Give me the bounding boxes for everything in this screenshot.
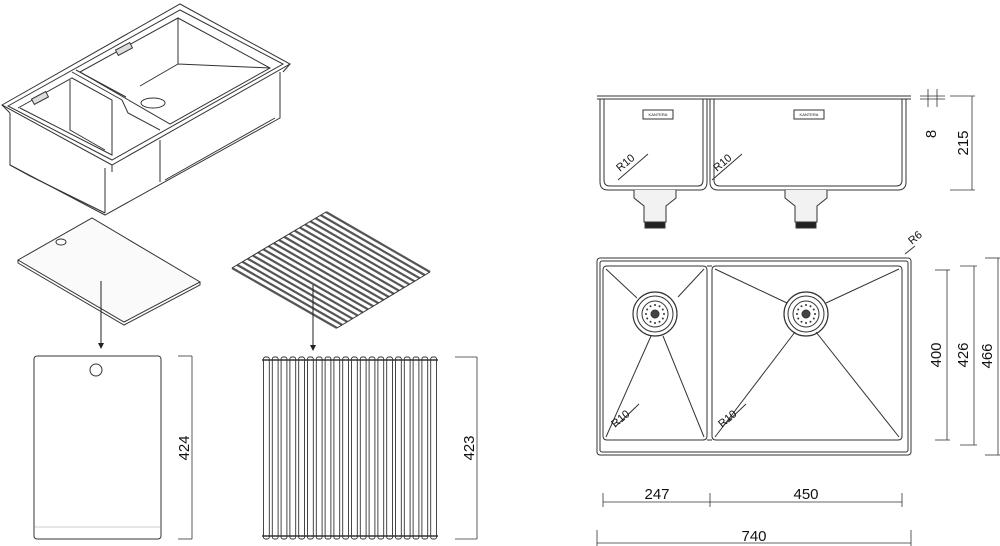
top-bowl1-radius: R10 (609, 408, 632, 430)
drain-hole (800, 320, 803, 323)
drain-hole (646, 317, 649, 320)
top-bowl2-radius: R10 (716, 408, 739, 430)
mat-bar (359, 356, 367, 540)
mat-bar (262, 248, 369, 311)
drain-hole (654, 322, 656, 324)
top-horizontal-dimensions (596, 493, 912, 546)
mat-bar (412, 356, 420, 540)
mat-bar (333, 356, 341, 540)
isometric-sink (0, 3, 292, 216)
mat-bar (257, 251, 364, 314)
mat-bar (307, 356, 314, 540)
drain-hole (809, 320, 812, 323)
side-bowl1-radius: R10 (614, 152, 637, 174)
drain-hole (805, 322, 807, 324)
drain-hole (796, 313, 798, 315)
mat-bar (304, 223, 410, 286)
side-depth-label: 215 (955, 130, 972, 155)
inner-height-label: 400 (928, 342, 945, 367)
drain-hole (663, 313, 665, 315)
drain-hole (661, 308, 664, 311)
mat-bar (386, 356, 393, 540)
top-corner-radius: R6 (906, 229, 924, 247)
mat-bar (278, 239, 385, 301)
mat-bar (271, 356, 279, 540)
side-section-view (597, 95, 911, 229)
side-dimensions (920, 89, 975, 191)
mat-bar (309, 220, 416, 283)
mat-bar (342, 356, 349, 540)
mat-bar (298, 356, 305, 540)
side-thickness-label: 8 (923, 130, 940, 138)
side-bowl2-radius: R10 (711, 152, 734, 174)
mat-edge (336, 271, 431, 329)
mat-bar (247, 257, 354, 320)
mat-bar (241, 260, 348, 323)
mat-bar (315, 217, 421, 280)
drain-hole (658, 305, 661, 308)
brand-label-1: KANTERA (649, 112, 668, 117)
top-vertical-dimensions (935, 257, 1000, 456)
drain-hole (658, 320, 661, 323)
top-view (596, 245, 916, 456)
mat-bar (395, 356, 402, 540)
mat-bar (325, 211, 431, 273)
mat-bar (351, 356, 358, 540)
mat-bar (280, 356, 288, 540)
mat-edge (231, 211, 327, 269)
drain-hole (646, 308, 649, 311)
drain-hole (814, 313, 816, 315)
mat-bar (377, 356, 385, 540)
mat-bar (403, 356, 411, 540)
drain-hole (800, 305, 803, 308)
mat-bar (421, 356, 429, 540)
mat-bar (283, 235, 390, 298)
mat-height-dimension (455, 356, 478, 540)
overall-height-label: 466 (979, 343, 996, 368)
mat-height-label: 423 (461, 435, 478, 460)
drain-hole (805, 304, 807, 306)
roll-mat-flat (262, 356, 438, 540)
roll-mat-isometric (231, 211, 431, 329)
mat-bar (288, 232, 395, 295)
drain-hole (645, 313, 647, 315)
drain-hole (797, 317, 800, 320)
cutting-board-isometric (16, 217, 202, 326)
mat-bar (315, 356, 323, 540)
mat-bar (263, 356, 270, 540)
mat-bar (231, 267, 338, 329)
bowl1-width-label: 247 (644, 486, 669, 503)
drain-hole (812, 317, 815, 320)
mat-bar (299, 226, 405, 289)
drain-holes (645, 304, 816, 324)
board-height-label: 424 (176, 435, 193, 460)
drain-hole (812, 308, 815, 311)
drain-hole (654, 304, 656, 306)
mat-bar (320, 214, 426, 277)
drain-hole (797, 308, 800, 311)
mat-bar (252, 254, 359, 317)
mat-bar (273, 242, 379, 305)
overall-width-label: 740 (741, 528, 766, 545)
mat-bar (294, 229, 400, 292)
mat-bar (324, 356, 332, 540)
board-height-dimension (178, 355, 193, 540)
cutting-board-flat (33, 355, 162, 540)
bowl2-width-label: 450 (793, 486, 818, 503)
mat-bar (236, 263, 343, 326)
brand-label-2: KANTERA (800, 112, 819, 117)
drain-hole (809, 305, 812, 308)
mat-bar (430, 356, 437, 540)
mat-bar (289, 356, 297, 540)
drain-hole (661, 317, 664, 320)
drain-hole (649, 320, 652, 323)
drain-hole (649, 305, 652, 308)
mat-bar (368, 356, 376, 540)
bowl-height-label: 426 (955, 342, 972, 367)
mat-bar (268, 245, 374, 308)
